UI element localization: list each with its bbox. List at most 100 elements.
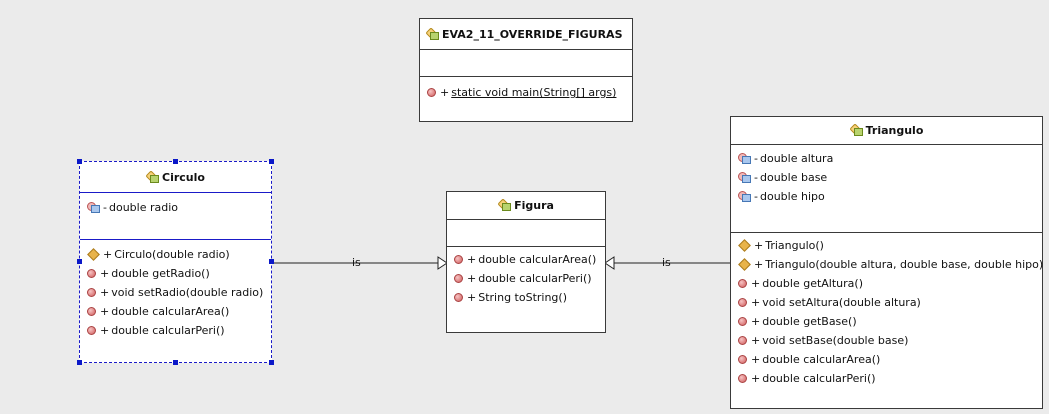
resize-handle-e[interactable] [269,259,274,264]
class-member[interactable]: +double calcularPeri() [447,269,605,288]
member-signature: double calcularPeri() [478,272,592,285]
class-member[interactable]: +void setAltura(double altura) [731,293,1042,312]
resize-handle-ne[interactable] [269,159,274,164]
class-member[interactable]: +double calcularPeri() [731,369,1042,388]
member-signature: double getBase() [762,315,857,328]
member-signature: void setAltura(double altura) [762,296,921,309]
visibility-marker: - [754,190,758,203]
class-header: Triangulo [731,117,1042,144]
method-icon [454,293,463,302]
member-signature: double hipo [759,190,825,203]
method-icon [738,298,747,307]
member-signature: Triangulo() [765,239,824,252]
visibility-marker: + [751,372,761,385]
visibility-marker: + [100,286,110,299]
methods-compartment: +Triangulo()+Triangulo(double altura, do… [731,232,1044,388]
class-name: Figura [514,199,554,212]
visibility-marker: + [754,239,764,252]
member-signature: void setRadio(double radio) [111,286,264,299]
resize-handle-sw[interactable] [77,360,82,365]
fields-compartment: -double radio [80,192,271,239]
class-header: Circulo [80,162,271,192]
methods-compartment: +Circulo(double radio)+double getRadio()… [80,239,271,340]
class-icon [850,125,863,136]
member-signature: String toString() [478,291,567,304]
class-header: EVA2_11_OVERRIDE_FIGURAS [420,19,632,49]
visibility-marker: + [100,305,110,318]
class-member[interactable]: +double getBase() [731,312,1042,331]
class-icon [146,172,160,183]
class-member[interactable]: +static void main(String[] args) [420,83,632,102]
class-circulo[interactable]: Circulo -double radio +Circulo(double ra… [79,161,272,363]
class-main[interactable]: EVA2_11_OVERRIDE_FIGURAS +static void ma… [419,18,633,122]
method-icon [87,269,96,278]
method-icon [454,274,463,283]
member-signature: double calcularArea() [111,305,230,318]
relation-label-triangulo: is [662,256,671,269]
class-name: Triangulo [865,124,924,137]
class-member[interactable]: -double radio [80,198,271,217]
class-member[interactable]: +Triangulo(double altura, double base, d… [731,255,1044,274]
class-member[interactable]: +double calcularArea() [731,350,1042,369]
method-icon [427,88,436,97]
resize-handle-s[interactable] [173,360,178,365]
class-member[interactable]: +double calcularPeri() [80,321,271,340]
member-signature: double calcularArea() [762,353,881,366]
resize-handle-w[interactable] [77,259,82,264]
fields-compartment: -double altura-double base-double hipo [731,144,1042,232]
method-icon [454,255,463,264]
method-icon [738,374,747,383]
member-signature: Triangulo(double altura, double base, do… [765,258,1044,271]
visibility-marker: - [754,171,758,184]
field-icon [738,153,751,164]
class-figura[interactable]: Figura +double calcularArea()+double cal… [446,191,606,333]
visibility-marker: - [754,152,758,165]
visibility-marker: + [751,334,761,347]
class-triangulo[interactable]: Triangulo -double altura-double base-dou… [730,116,1043,409]
class-member[interactable]: +void setRadio(double radio) [80,283,271,302]
field-icon [87,202,100,213]
class-member[interactable]: +double getAltura() [731,274,1042,293]
member-signature: double radio [108,201,179,214]
resize-handle-nw[interactable] [77,159,82,164]
class-member[interactable]: +String toString() [447,288,605,307]
class-member[interactable]: -double hipo [731,187,1042,206]
class-member[interactable]: +double calcularArea() [80,302,271,321]
method-icon [87,307,96,316]
class-member[interactable]: +double getRadio() [80,264,271,283]
member-signature: void setBase(double base) [762,334,909,347]
class-name: Circulo [162,170,205,184]
resize-handle-n[interactable] [173,159,178,164]
member-signature: double calcularPeri() [111,324,225,337]
member-signature: static void main(String[] args) [451,86,617,99]
visibility-marker: + [751,277,761,290]
visibility-marker: + [754,258,764,271]
method-icon [738,317,747,326]
visibility-marker: + [467,291,477,304]
generalization-arrowhead-triangulo [604,256,615,270]
class-member[interactable]: +Circulo(double radio) [80,245,271,264]
class-member[interactable]: -double altura [731,149,1042,168]
class-member[interactable]: -double base [731,168,1042,187]
relation-label-circulo: is [352,256,361,269]
resize-handle-se[interactable] [269,360,274,365]
method-icon [738,336,747,345]
member-signature: double calcularPeri() [762,372,876,385]
constructor-icon [738,258,751,271]
class-icon [498,200,512,211]
visibility-marker: + [467,253,477,266]
class-member[interactable]: +Triangulo() [731,236,1042,255]
class-member[interactable]: +void setBase(double base) [731,331,1042,350]
methods-compartment: +double calcularArea()+double calcularPe… [447,246,605,307]
field-icon [738,191,751,202]
class-header: Figura [447,192,605,219]
visibility-marker: - [103,201,107,214]
class-member[interactable]: +double calcularArea() [447,250,605,269]
visibility-marker: + [440,86,450,99]
methods-compartment: +static void main(String[] args) [420,76,632,102]
constructor-icon [87,248,100,261]
constructor-icon [738,239,751,252]
visibility-marker: + [751,353,761,366]
method-icon [87,326,96,335]
